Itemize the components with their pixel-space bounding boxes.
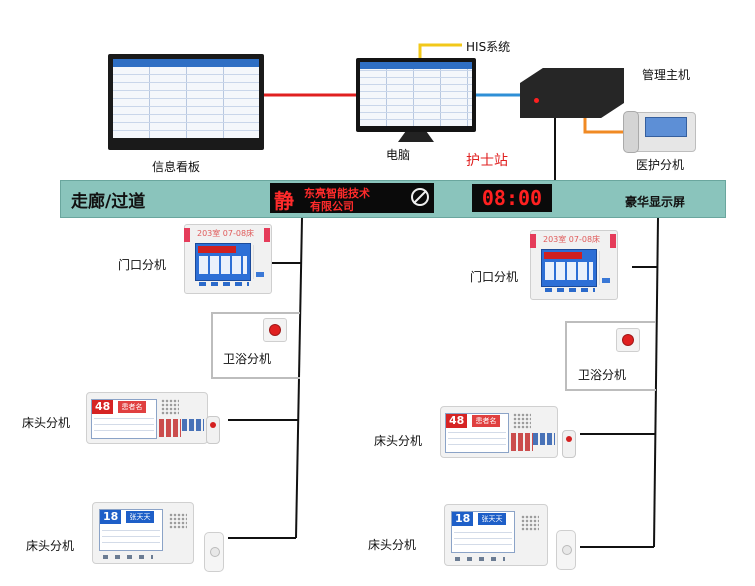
bed-keys: [103, 555, 153, 559]
call-pendant-left-2: [204, 532, 224, 572]
led-clock: 08:00: [472, 184, 552, 212]
nurse-phone-device: [623, 111, 696, 153]
door-flag-icon: [610, 234, 616, 248]
his-system-label: HIS系统: [466, 40, 511, 54]
info-board-label: 信息看板: [152, 160, 201, 174]
door-keys: [545, 288, 595, 292]
wire-bath-right: [565, 321, 656, 391]
patient-name: 患者名: [472, 415, 500, 427]
bed-unit-left-2-label: 床头分机: [26, 539, 75, 553]
bed-number: 18: [452, 512, 474, 526]
phone-handset: [623, 111, 639, 153]
patient-name: 患者名: [118, 401, 146, 413]
door-flag-icon: [264, 228, 270, 242]
bed-number: 48: [92, 400, 114, 414]
bath-unit-right-label: 卫浴分机: [578, 368, 627, 382]
call-pendant-right-2: [556, 530, 576, 570]
phone-screen: [645, 117, 687, 137]
bed-keys: [511, 433, 533, 451]
led-sign: 静 东亮智能技术 有限公司: [270, 183, 434, 213]
bed-keys: [455, 557, 505, 561]
patient-name: 张天天: [126, 511, 154, 523]
bed-unit-right-2: 18 张天天: [444, 504, 548, 566]
speaker-grill: [169, 513, 187, 529]
door-unit-left-label: 门口分机: [118, 258, 167, 272]
clock-time: 08:00: [481, 186, 543, 210]
speaker-grill: [161, 399, 179, 415]
quiet-sign-text: 静: [274, 189, 294, 213]
computer-monitor: [356, 58, 476, 132]
door-flag-icon: [530, 234, 536, 248]
lux-display-label: 豪华显示屏: [625, 195, 686, 209]
door-side-panel: [599, 251, 610, 285]
bed-screen: 18 张天天: [451, 511, 515, 553]
bed-screen: 48 患者名: [445, 413, 509, 453]
speaker-grill: [513, 413, 531, 429]
corridor-title: 走廊/过道: [71, 192, 146, 212]
monitor-stand: [398, 132, 434, 142]
bed-number: 48: [446, 414, 468, 428]
bed-number: 18: [100, 510, 122, 524]
bed-unit-right-2-label: 床头分机: [368, 538, 417, 552]
bed-unit-right-1: 48 患者名: [440, 406, 558, 458]
nurse-station-label: 护士站: [466, 153, 508, 169]
computer-label: 电脑: [386, 148, 411, 162]
info-board-screen: [113, 59, 259, 138]
no-smoking-icon: [411, 188, 429, 206]
door-screen: [541, 249, 597, 287]
wire-host-phone: [583, 118, 628, 134]
host-power-led: [534, 98, 539, 103]
door-screen: [195, 243, 251, 281]
bed-unit-left-1-label: 床头分机: [22, 416, 71, 430]
call-pendant-right-1: [562, 430, 576, 458]
management-host-box: [520, 68, 624, 118]
info-board-display: [108, 54, 264, 150]
bed-screen: 18 张天天: [99, 509, 163, 551]
wire-his: [418, 43, 462, 58]
bed-unit-left-2: 18 张天天: [92, 502, 194, 564]
bath-unit-right: [616, 328, 640, 352]
bed-unit-left-1: 48 患者名: [86, 392, 208, 444]
bed-keys: [533, 433, 555, 445]
door-room-text: 203室 07-08床: [197, 229, 255, 238]
door-unit-right: 203室 07-08床: [530, 230, 618, 300]
door-unit-left: 203室 07-08床: [184, 224, 272, 294]
wire-trunk-right: [653, 217, 659, 548]
bed-keys: [159, 419, 181, 437]
wire-bath-left: [211, 312, 300, 379]
computer-screen: [360, 62, 472, 126]
door-room-text: 203室 07-08床: [543, 235, 601, 244]
bath-unit-left: [263, 318, 287, 342]
led-company-line-1: 东亮智能技术: [304, 187, 370, 200]
door-flag-icon: [184, 228, 190, 242]
bed-unit-right-1-label: 床头分机: [374, 434, 423, 448]
bed-screen: 48 患者名: [91, 399, 157, 439]
door-unit-right-label: 门口分机: [470, 270, 519, 284]
patient-name: 张天天: [478, 513, 506, 525]
call-pendant-left-1: [206, 416, 220, 444]
speaker-grill: [521, 515, 539, 531]
bed-keys: [182, 419, 204, 431]
bath-unit-left-label: 卫浴分机: [223, 352, 272, 366]
host-label: 管理主机: [642, 68, 691, 82]
led-company-line-2: 有限公司: [310, 200, 354, 213]
door-keys: [199, 282, 249, 286]
nurse-phone-label: 医护分机: [636, 158, 685, 172]
door-side-panel: [253, 245, 264, 279]
